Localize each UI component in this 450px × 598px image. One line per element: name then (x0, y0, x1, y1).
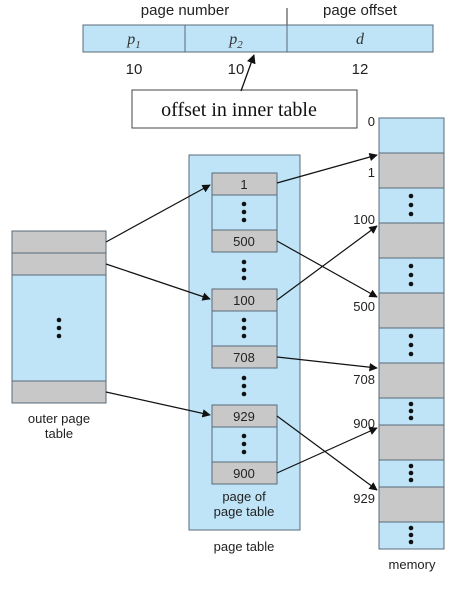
arrow-outer-to-table2 (105, 263, 211, 301)
field-d-bits: 12 (352, 61, 369, 78)
logical-address: page number page offset p1 p2 d 10 10 12… (82, 2, 434, 129)
inner-label-line2: page table (214, 504, 275, 519)
callout-arrow (240, 54, 256, 92)
page-number-label: page number (141, 2, 229, 19)
arrow-900-to-mem900 (276, 427, 378, 474)
arrow-708-to-mem708 (276, 356, 378, 372)
field-p2-bits: 10 (228, 61, 245, 78)
arrow-100-to-mem100 (276, 225, 378, 301)
page-table: page table 1 500 100 708 929 900 page of… (188, 154, 301, 554)
outer-table-label-line2: table (45, 426, 73, 441)
mem-addr-100: 100 (353, 212, 375, 227)
arrow-500-to-mem500 (276, 240, 378, 298)
outer-table-label-line1: outer page (28, 411, 90, 426)
page-table-label: page table (214, 539, 275, 554)
field-d-label: d (356, 31, 365, 48)
arrow-outer-to-table1 (105, 184, 211, 243)
mem-addr-708: 708 (353, 372, 375, 387)
entry-900: 900 (233, 466, 255, 481)
memory: 0 1 100 500 708 900 929 memory (353, 114, 445, 572)
callout-box (131, 89, 358, 129)
field-p1-label: p1 (126, 31, 141, 51)
entry-929: 929 (233, 409, 255, 424)
mem-addr-900: 900 (353, 416, 375, 431)
arrow-1-to-mem1 (276, 152, 378, 184)
arrow-outer-to-table3 (105, 391, 211, 418)
field-p2 (184, 24, 288, 53)
entry-708: 708 (233, 350, 255, 365)
entry-1: 1 (240, 177, 247, 192)
entry-500: 500 (233, 234, 255, 249)
pointer-arrows (105, 152, 378, 491)
callout-text: offset in inner table (161, 99, 317, 121)
inner-label-line1: page of (222, 489, 266, 504)
entry-100: 100 (233, 293, 255, 308)
field-d (286, 24, 434, 53)
mem-addr-929: 929 (353, 491, 375, 506)
arrow-929-to-mem929 (276, 415, 378, 491)
mem-addr-1: 1 (368, 165, 375, 180)
page-offset-label: page offset (323, 2, 398, 19)
memory-label: memory (389, 557, 436, 572)
field-p1-bits: 10 (126, 61, 143, 78)
mem-addr-500: 500 (353, 299, 375, 314)
outer-page-table: outer page table (11, 230, 107, 441)
mem-addr-0: 0 (368, 114, 375, 129)
field-p2-label: p2 (228, 31, 243, 51)
